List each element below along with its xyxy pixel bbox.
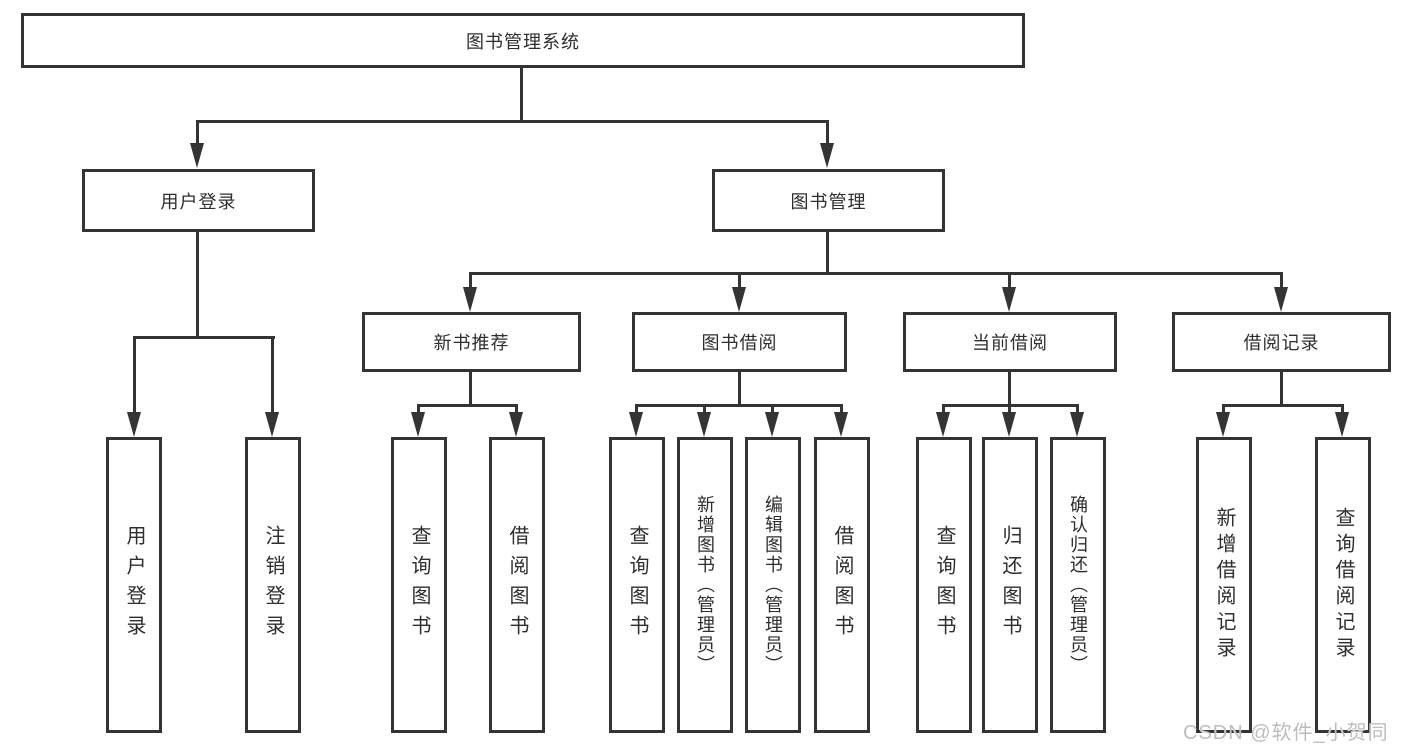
connector-stem <box>469 372 472 404</box>
node-leaf-query-books-1: 查询图书 <box>391 437 447 733</box>
connector-bar <box>635 404 843 407</box>
node-book-management-branch: 图书管理 <box>712 169 945 232</box>
connector-login-bar <box>133 336 275 339</box>
arrow-down-icon <box>1002 287 1016 312</box>
node-label: 查询图书 <box>408 525 430 645</box>
connector-drop <box>1008 272 1011 288</box>
arrow-down-icon <box>190 143 204 168</box>
node-leaf-query-books-3: 查询图书 <box>916 437 972 733</box>
connector-root-bar <box>196 120 829 123</box>
watermark: CSDN @软件_小贺同学 <box>1183 722 1389 744</box>
node-label: 新书推荐 <box>433 333 510 353</box>
node-leaf-logout: 注销登录 <box>245 437 301 733</box>
node-leaf-user-login: 用户登录 <box>106 437 162 733</box>
connector-drop <box>469 272 472 288</box>
connector-bar <box>1222 404 1344 407</box>
node-label: 用户登录 <box>123 525 145 645</box>
node-current-borrow: 当前借阅 <box>903 312 1117 372</box>
node-label: 编辑图书（管理员） <box>763 495 783 675</box>
arrow-down-icon <box>1216 412 1230 437</box>
node-leaf-return-books: 归还图书 <box>982 437 1038 733</box>
node-label: 查询图书 <box>933 525 955 645</box>
node-label: 确认归还（管理员） <box>1068 495 1088 675</box>
node-label: 借阅图书 <box>831 525 853 645</box>
node-label: 注销登录 <box>262 525 284 645</box>
connector-drop <box>1341 404 1344 414</box>
node-label: 图书管理系统 <box>466 31 580 52</box>
connector-drop <box>738 272 741 288</box>
node-user-login-branch: 用户登录 <box>82 169 315 232</box>
connector-drop <box>1280 272 1283 288</box>
connector-stem <box>1280 372 1283 404</box>
connector-drop <box>133 336 136 413</box>
connector-mgmt-stem <box>826 232 829 272</box>
arrow-down-icon <box>1070 412 1084 437</box>
node-leaf-query-books-2: 查询图书 <box>609 437 665 733</box>
arrow-down-icon <box>820 143 834 168</box>
connector-drop <box>635 404 638 414</box>
node-label: 用户登录 <box>160 191 237 212</box>
node-book-borrow: 图书借阅 <box>632 312 847 372</box>
node-label: 归还图书 <box>999 525 1021 645</box>
node-label: 新增借阅记录 <box>1213 507 1235 663</box>
connector-drop <box>1076 404 1079 414</box>
node-label: 查询借阅记录 <box>1332 507 1354 663</box>
arrow-down-icon <box>509 412 523 437</box>
node-new-book-recommend: 新书推荐 <box>362 312 581 372</box>
arrow-down-icon <box>834 412 848 437</box>
connector-drop <box>1222 404 1225 414</box>
connector-login-stem <box>196 232 199 336</box>
arrow-down-icon <box>732 287 746 312</box>
arrow-down-icon <box>463 287 477 312</box>
node-leaf-borrow-books-2: 借阅图书 <box>814 437 870 733</box>
arrow-down-icon <box>1274 287 1288 312</box>
connector-drop <box>196 120 199 144</box>
node-leaf-query-borrow-record: 查询借阅记录 <box>1315 437 1371 733</box>
node-label: 图书管理 <box>790 191 867 212</box>
node-leaf-confirm-return-admin: 确认归还（管理员） <box>1050 437 1106 733</box>
connector-stem <box>1008 372 1011 404</box>
arrow-down-icon <box>1335 412 1349 437</box>
arrow-down-icon <box>936 412 950 437</box>
arrow-down-icon <box>629 412 643 437</box>
connector-stem <box>738 372 741 404</box>
node-label: 图书借阅 <box>701 333 778 353</box>
node-label: 借阅记录 <box>1243 333 1320 353</box>
connector-mgmt-bar <box>469 272 1283 275</box>
arrow-down-icon <box>1002 412 1016 437</box>
connector-drop <box>703 404 706 414</box>
connector-drop <box>771 404 774 414</box>
node-label: 新增图书（管理员） <box>695 495 715 675</box>
node-label: 借阅图书 <box>506 525 528 645</box>
arrow-down-icon <box>411 412 425 437</box>
connector-bar <box>417 404 518 407</box>
arrow-down-icon <box>697 412 711 437</box>
connector-drop <box>271 336 274 413</box>
connector-drop <box>1008 404 1011 414</box>
node-leaf-edit-books-admin: 编辑图书（管理员） <box>745 437 801 733</box>
node-label: 查询图书 <box>626 525 648 645</box>
connector-drop <box>826 120 829 144</box>
arrow-down-icon <box>265 412 279 437</box>
node-leaf-add-books-admin: 新增图书（管理员） <box>677 437 733 733</box>
node-label: 当前借阅 <box>972 333 1048 353</box>
connector-drop <box>515 404 518 414</box>
connector-drop <box>840 404 843 414</box>
node-library-management-system: 图书管理系统 <box>21 13 1025 68</box>
node-leaf-add-borrow-record: 新增借阅记录 <box>1196 437 1252 733</box>
connector-drop <box>942 404 945 414</box>
node-borrow-records: 借阅记录 <box>1172 312 1391 372</box>
arrow-down-icon <box>127 412 141 437</box>
arrow-down-icon <box>765 412 779 437</box>
connector-root-stem <box>520 68 523 120</box>
node-leaf-borrow-books-1: 借阅图书 <box>489 437 545 733</box>
connector-drop <box>417 404 420 414</box>
